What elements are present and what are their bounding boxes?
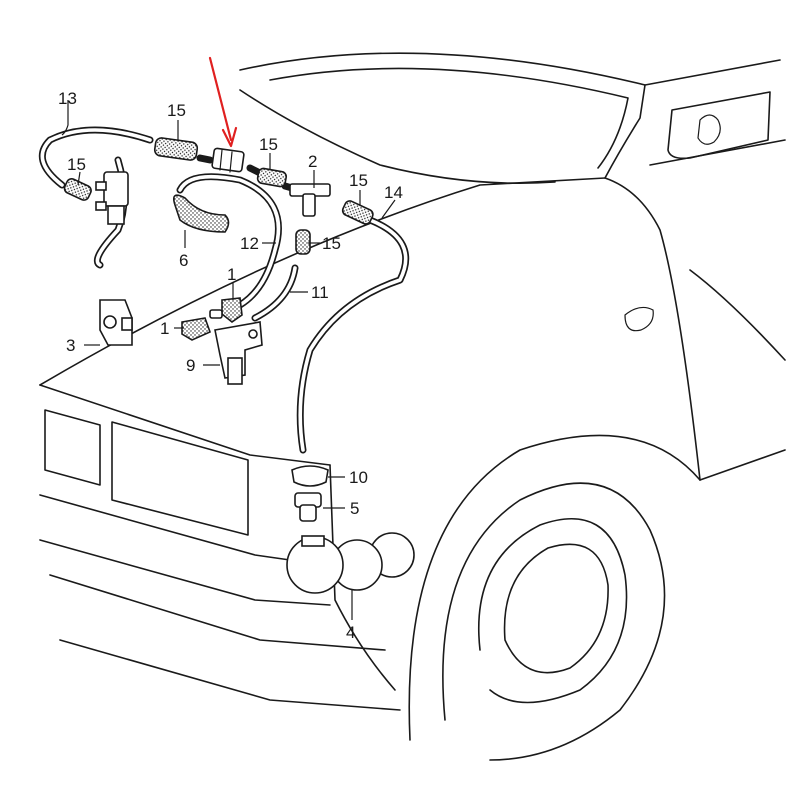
label-13: 13: [58, 89, 77, 108]
windshield: [239, 52, 646, 179]
nut-10: [291, 465, 329, 487]
bumper-bottom: [59, 639, 401, 711]
car-body: [39, 52, 786, 761]
label-12: 12: [240, 234, 259, 253]
hood-rear-edge: [239, 89, 556, 185]
part-labels: 13 15 15 15 2 15 14 6 12 15 1 1 11 3 9 1…: [58, 89, 403, 642]
tee-piece-2: [289, 183, 331, 217]
check-valve: [211, 147, 245, 173]
label-15-b: 15: [259, 135, 278, 154]
side-marker: [624, 306, 654, 332]
label-15-e: 15: [322, 234, 341, 253]
door-edge: [699, 449, 786, 481]
label-5: 5: [350, 499, 359, 518]
wheel-arch: [408, 434, 701, 741]
elbow-6: [172, 194, 230, 233]
label-10: 10: [349, 468, 368, 487]
sleeve-15-d: [341, 200, 374, 225]
fender-top: [604, 177, 701, 481]
label-15-c: 15: [67, 155, 86, 174]
tire-inner: [478, 517, 628, 704]
connector-1-b: [181, 317, 212, 341]
sleeve-15-c: [63, 178, 92, 201]
a-pillar: [644, 59, 781, 86]
label-4: 4: [346, 623, 355, 642]
mirror: [697, 114, 721, 145]
bumper-top: [39, 539, 331, 606]
door-line: [649, 139, 786, 166]
bumper-side: [329, 464, 396, 691]
label-11: 11: [311, 283, 329, 302]
leader-lines: [61, 100, 396, 620]
label-15-d: 15: [349, 171, 368, 190]
connector-1-a: [221, 297, 243, 323]
bumper-mid: [49, 574, 386, 651]
nozzle-5: [294, 492, 322, 522]
headlight-main: [111, 421, 249, 536]
windshield-inner: [269, 67, 629, 169]
label-15-a: 15: [167, 101, 186, 120]
grille-line: [39, 494, 291, 561]
sleeve-15-b: [256, 167, 288, 188]
hose-center: [196, 154, 214, 164]
valve-cluster-left: [95, 171, 129, 225]
label-1-a: 1: [227, 265, 236, 284]
small-nipple: [209, 309, 223, 319]
label-1-b: 1: [160, 319, 169, 338]
sleeve-15-e: [295, 229, 311, 255]
parts: [63, 137, 415, 594]
clip-3: [99, 299, 133, 346]
tire-outer: [442, 482, 666, 761]
label-9: 9: [186, 356, 195, 375]
washer-jets-4: [286, 532, 415, 594]
label-3: 3: [66, 336, 75, 355]
hose-13: [38, 126, 154, 189]
rim: [503, 543, 609, 674]
fender-side: [689, 269, 786, 361]
hose-11: [251, 264, 299, 322]
red-arrow-icon: [208, 56, 238, 148]
side-window: [667, 91, 771, 160]
label-14: 14: [384, 183, 403, 202]
solenoid-valve-9: [214, 321, 263, 385]
hoses: [38, 126, 410, 454]
label-6: 6: [179, 251, 188, 270]
label-2: 2: [308, 152, 317, 171]
headlight-left: [44, 409, 101, 486]
hood-front-edge: [39, 384, 331, 466]
sleeve-15-a: [153, 137, 199, 161]
hose-14: [296, 216, 410, 454]
